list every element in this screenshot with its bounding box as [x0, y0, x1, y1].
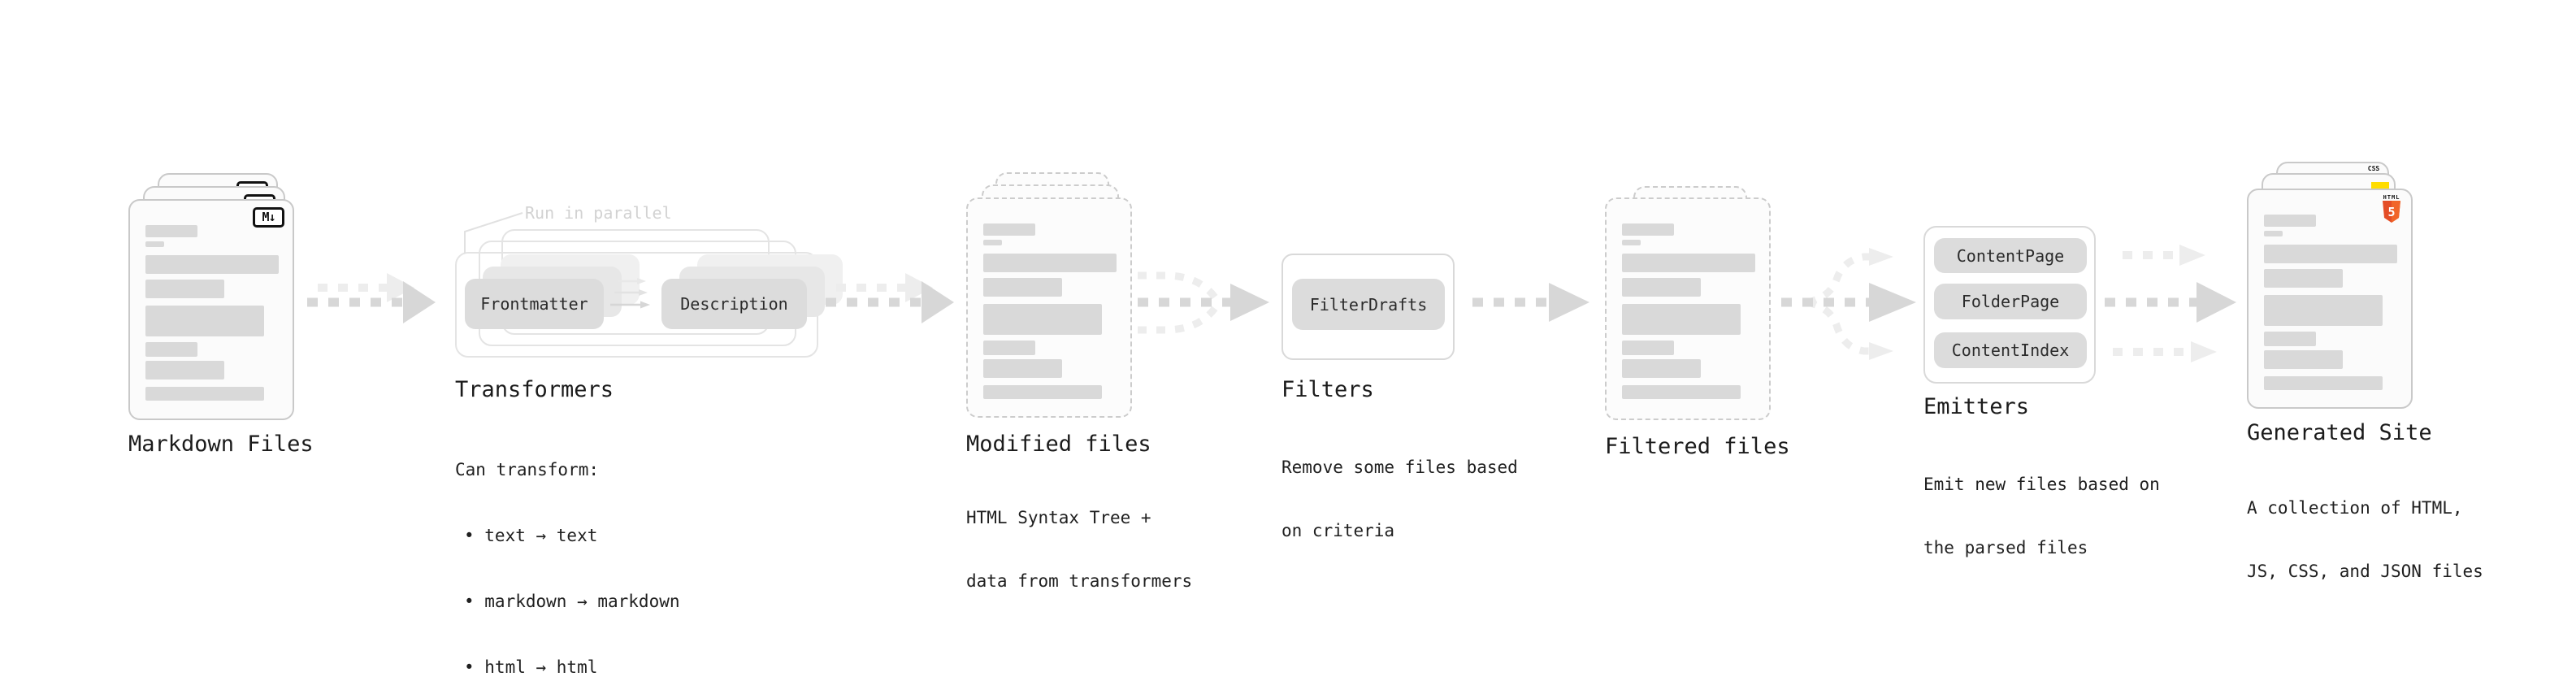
placeholder-text-bar: [2264, 295, 2383, 326]
desc-line: Remove some files based: [1281, 458, 1518, 477]
html5-icon: HTML 5: [2382, 194, 2401, 226]
placeholder-text-bar: [983, 254, 1117, 272]
stage-label-generated-site: Generated Site: [2247, 420, 2432, 445]
placeholder-text-bar: [2264, 350, 2343, 369]
placeholder-text-bar: [1622, 240, 1641, 245]
flow-arrow-markdown-to-transformers: [307, 273, 436, 323]
desc-line: on criteria: [1281, 521, 1395, 540]
modified-files-description: HTML Syntax Tree + data from transformer…: [966, 465, 1192, 634]
svg-text:5: 5: [2387, 205, 2395, 219]
emitters-description: Emit new files based on the parsed files: [1923, 432, 2160, 601]
placeholder-text-bar: [1622, 223, 1674, 236]
placeholder-text-bar: [2264, 215, 2316, 227]
placeholder-text-bar: [1622, 254, 1755, 272]
desc-bullet: • text → text: [464, 526, 598, 545]
transformer-pill-description: Description: [661, 279, 807, 329]
stage-label-modified-files: Modified files: [966, 432, 1151, 457]
placeholder-text-bar: [983, 304, 1102, 335]
file-card-front-html: HTML 5: [2247, 189, 2413, 409]
desc-bullet: • html → html: [464, 657, 598, 677]
desc-line: A collection of HTML,: [2247, 498, 2463, 518]
desc-bullet: • markdown → markdown: [464, 592, 680, 611]
generated-site-description: A collection of HTML, JS, CSS, and JSON …: [2247, 455, 2483, 624]
markdown-icon: M↓: [253, 207, 284, 228]
placeholder-text-bar: [983, 359, 1062, 378]
placeholder-text-bar: [1622, 278, 1701, 297]
placeholder-text-bar: [2264, 231, 2283, 236]
file-card-front: M↓: [128, 199, 294, 420]
placeholder-text-bar: [2264, 269, 2343, 288]
transformer-pill-frontmatter: Frontmatter: [465, 279, 604, 329]
flow-arrow-emitter-bottom: [2113, 341, 2217, 362]
placeholder-text-bar: [145, 255, 279, 274]
emitter-pill-folderpage: FolderPage: [1934, 284, 2087, 319]
desc-line: Emit new files based on: [1923, 475, 2160, 494]
placeholder-text-bar: [145, 342, 197, 357]
file-card-front: [1605, 197, 1771, 420]
placeholder-text-bar: [983, 240, 1002, 245]
transformers-description: Can transform: • text → text • markdown …: [455, 415, 680, 681]
desc-line: the parsed files: [1923, 538, 2088, 557]
filters-description: Remove some files based on criteria: [1281, 414, 1518, 583]
javascript-icon: [2371, 182, 2389, 190]
emitter-pill-contentindex: ContentIndex: [1934, 332, 2087, 368]
placeholder-text-bar: [1622, 359, 1701, 378]
placeholder-text-bar: [145, 306, 264, 336]
parallel-arrows-icon: [610, 278, 650, 309]
html5-shield: 5: [2383, 201, 2400, 223]
placeholder-text-bar: [1622, 385, 1741, 399]
desc-line: JS, CSS, and JSON files: [2247, 562, 2483, 581]
placeholder-text-bar: [2264, 332, 2316, 346]
placeholder-text-bar: [1622, 304, 1741, 335]
placeholder-text-bar: [983, 278, 1062, 297]
emitter-pill-contentpage: ContentPage: [1934, 238, 2087, 273]
annotation-connector-line: [464, 212, 523, 254]
file-card-front: [966, 197, 1132, 418]
flow-arrow-emitter-top: [2123, 245, 2205, 266]
placeholder-text-bar: [983, 223, 1035, 236]
flow-arrow-transformers-to-modified: [826, 273, 954, 323]
placeholder-text-bar: [2264, 245, 2397, 263]
placeholder-text-bar: [145, 280, 224, 298]
desc-line: data from transformers: [966, 571, 1193, 591]
desc-line: HTML Syntax Tree +: [966, 508, 1151, 527]
stage-label-transformers: Transformers: [455, 377, 614, 402]
placeholder-text-bar: [145, 225, 197, 237]
placeholder-text-bar: [145, 241, 164, 247]
placeholder-text-bar: [983, 385, 1102, 399]
placeholder-text-bar: [145, 361, 224, 380]
placeholder-text-bar: [1622, 340, 1674, 355]
filter-pill-filterdrafts: FilterDrafts: [1292, 279, 1445, 330]
desc-line: Can transform:: [455, 460, 600, 479]
flow-arrow-filtered-to-emitters-fanout: [1781, 248, 1916, 360]
placeholder-text-bar: [983, 340, 1035, 355]
stage-label-emitters: Emitters: [1923, 394, 2030, 419]
placeholder-text-bar: [2264, 376, 2383, 390]
stage-label-markdown-files: Markdown Files: [128, 432, 314, 457]
stage-label-filters: Filters: [1281, 377, 1374, 402]
run-in-parallel-annotation: Run in parallel: [525, 203, 672, 223]
flow-arrow-modified-to-filters-merge: [1138, 271, 1269, 334]
stage-label-filtered-files: Filtered files: [1605, 434, 1790, 459]
flow-arrow-emitter-middle: [2105, 282, 2236, 323]
placeholder-text-bar: [145, 387, 264, 401]
flow-arrow-filters-to-filtered: [1472, 283, 1589, 322]
